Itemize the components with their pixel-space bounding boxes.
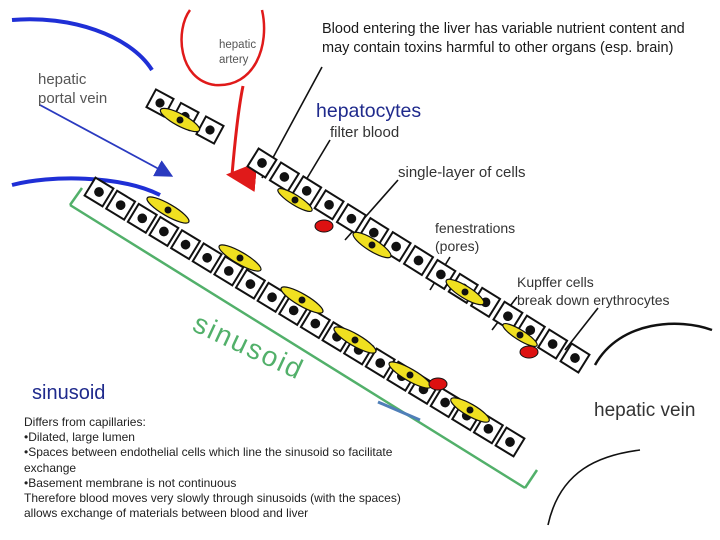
description-line-1: Differs from capillaries: (24, 415, 146, 429)
hepatocyte-cell-icon (299, 307, 332, 340)
hepatic-vein-vessel (593, 322, 713, 366)
hepatocyte-cell-icon (492, 300, 524, 333)
hepatic-portal-vein-vessel-lower (11, 176, 161, 197)
hepatocyte-row-upper (246, 147, 591, 374)
kupffer-cell-icon (519, 345, 539, 359)
hepatocyte-cell-icon (148, 215, 180, 248)
hepatic-artery-label: hepatic artery (219, 38, 256, 68)
blood-entering-line-1: Blood entering the liver has variable nu… (322, 21, 685, 37)
hepatocyte-cell-icon (83, 176, 115, 208)
endothelial-nucleus-icon (236, 254, 244, 262)
hepatocyte-row-lower (83, 176, 526, 458)
sinusoid-description: Differs from capillaries: •Dilated, larg… (24, 415, 404, 521)
hepatocyte-cell-icon (126, 202, 159, 235)
endothelial-nucleus-icon (466, 406, 474, 414)
description-line-3: •Spaces between endothelial cells which … (24, 445, 393, 475)
hepatic-portal-vein-line-2: portal vein (38, 90, 108, 107)
kupffer-line-2: break down erythrocytes (517, 292, 670, 308)
hepatic-portal-vein-line-1: hepatic (38, 71, 87, 88)
endothelial-nucleus-icon (516, 331, 524, 339)
kupffer-cell-icon (428, 377, 448, 391)
hepatic-artery-line-2: artery (219, 54, 249, 66)
endothelial-nucleus-icon (291, 196, 299, 204)
hepatocyte-cell-icon (429, 386, 461, 419)
hepatocytes-label: hepatocytes (316, 100, 422, 122)
hepatic-vein-label: hepatic vein (594, 400, 696, 421)
fenestrations-line-2: (pores) (435, 238, 480, 254)
hepatocyte-cell-icon (335, 202, 368, 235)
hepatocyte-cell-icon (246, 147, 278, 179)
hepatocyte-cell-icon (494, 426, 526, 458)
flow-arrow-icon (39, 104, 174, 177)
blood-entering-caption: Blood entering the liver has variable nu… (322, 20, 685, 58)
hepatocyte-cell-icon (104, 189, 137, 221)
fenestrations-line-1: fenestrations (435, 220, 516, 236)
endothelial-nucleus-icon (164, 206, 172, 214)
endothelial-nucleus-icon (406, 371, 414, 379)
endothelial-nucleus-icon (176, 116, 184, 124)
hepatocyte-cell-icon (268, 161, 301, 193)
kupffer-label: Kupffer cells break down erythrocytes (517, 273, 670, 309)
hepatocyte-cell-icon (536, 328, 569, 360)
hepatocyte-cell-icon (169, 228, 202, 261)
fenestrations-label: fenestrations (pores) (435, 219, 515, 255)
kupffer-line-1: Kupffer cells (517, 274, 594, 290)
filter-blood-label: filter blood (330, 124, 400, 141)
outflow-arrow-icon (377, 400, 421, 422)
hepatocyte-cell-icon (234, 268, 267, 300)
hepatocyte-cell-icon (559, 342, 591, 374)
hepatocyte-cell-icon (195, 115, 225, 145)
hepatocyte-cell-icon (191, 241, 223, 274)
description-line-4: •Basement membrane is not continuous (24, 475, 237, 490)
hepatic-portal-vein-vessel (11, 17, 154, 72)
endothelial-cells (146, 107, 538, 423)
kupffer-cell-icon (314, 219, 334, 233)
endothelial-nucleus-icon (368, 241, 376, 249)
kupffer-cells (314, 219, 539, 391)
description-line-2: •Dilated, large lumen (24, 430, 135, 445)
hepatic-artery-vessel (180, 9, 266, 87)
hepatocyte-cell-icon (364, 347, 397, 379)
endothelial-nucleus-icon (298, 296, 306, 304)
single-layer-label: single-layer of cells (398, 164, 526, 181)
endothelial-nucleus-icon (351, 336, 359, 344)
hepatic-portal-vein-label: hepatic portal vein (38, 70, 107, 108)
hepatocyte-cell-icon (313, 188, 345, 221)
endothelial-nucleus-icon (461, 288, 469, 296)
hepatocyte-cell-icon (402, 244, 435, 277)
description-line-5: Therefore blood moves very slowly throug… (24, 491, 401, 521)
hepatic-artery-arrow-icon (226, 85, 258, 192)
hepatic-vein-wall (547, 449, 641, 526)
blood-entering-line-2: may contain toxins harmful to other orga… (322, 40, 674, 56)
sinusoid-heading: sinusoid (32, 382, 106, 404)
hepatocyte-cell-icon (256, 281, 288, 314)
hepatic-artery-line-1: hepatic (219, 39, 257, 51)
sinusoid-bracket (68, 187, 539, 490)
